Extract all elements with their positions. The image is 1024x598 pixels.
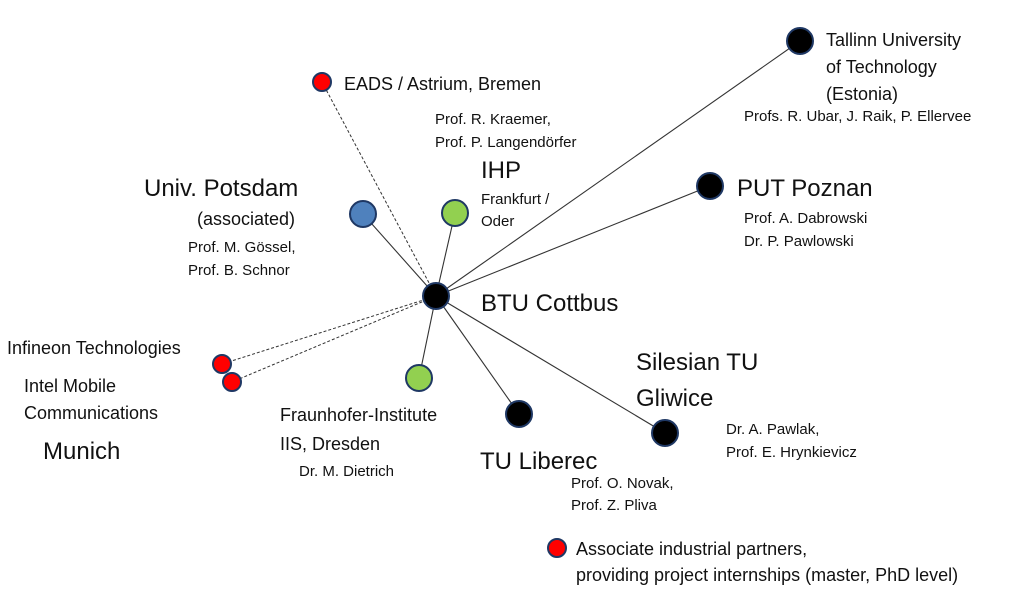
gliwice-person: Prof. E. Hrynkievicz — [726, 444, 857, 461]
link-infineon — [221, 295, 437, 365]
node-poznan — [696, 172, 724, 200]
gliwice-name: Silesian TU Gliwice — [636, 345, 758, 417]
poznan-people: Prof. A. Dabrowski Dr. P. Pawlowski — [744, 207, 867, 253]
node-gliwice — [651, 419, 679, 447]
gliwice-name-line: Silesian TU — [636, 349, 759, 376]
infineon-name: Infineon Technologies — [7, 338, 181, 358]
node-infineon — [212, 354, 232, 374]
link-intel — [231, 295, 437, 383]
fraunhofer-name-line: Fraunhofer-Institute — [280, 405, 438, 425]
gliwice-people: Dr. A. Pawlak, Prof. E. Hrynkievicz — [726, 418, 857, 464]
fraunhofer-people: Dr. M. Dietrich — [299, 463, 395, 480]
ihp-person: Prof. R. Kraemer, — [435, 111, 551, 128]
link-liberec — [435, 295, 520, 415]
intel-name-line: Communications — [24, 403, 159, 423]
liberec-people: Prof. O. Novak, Prof. Z. Pliva — [571, 473, 674, 517]
tallinn-name-line: Tallinn University — [826, 30, 962, 50]
gliwice-person: Dr. A. Pawlak, — [726, 421, 820, 438]
link-gliwice — [435, 295, 666, 434]
liberec-person: Prof. Z. Pliva — [571, 497, 657, 514]
link-ihp — [435, 212, 456, 297]
tallinn-name: Tallinn University of Technology (Estoni… — [826, 27, 961, 108]
node-potsdam — [349, 200, 377, 228]
node-ihp — [441, 199, 469, 227]
node-tallinn — [786, 27, 814, 55]
link-potsdam — [362, 213, 437, 297]
link-tallinn — [435, 40, 801, 297]
fraunhofer-name: Fraunhofer-Institute IIS, Dresden — [280, 401, 437, 459]
gliwice-name-line: Gliwice — [636, 385, 714, 412]
intel-name-line: Intel Mobile — [24, 376, 117, 396]
potsdam-people: Prof. M. Gössel, Prof. B. Schnor — [188, 236, 296, 282]
legend-line: Associate industrial partners, — [576, 539, 808, 559]
ihp-person: Prof. P. Langendörfer — [435, 134, 577, 151]
tallinn-name-line: (Estonia) — [826, 84, 899, 104]
intel-name: Intel Mobile Communications — [24, 373, 158, 427]
node-fraunhofer — [405, 364, 433, 392]
ihp-people: Prof. R. Kraemer, Prof. P. Langendörfer — [435, 108, 577, 154]
eads-name: EADS / Astrium, Bremen — [344, 74, 542, 94]
liberec-name: TU Liberec — [480, 448, 598, 475]
poznan-person: Dr. P. Pawlowski — [744, 233, 854, 250]
poznan-person: Prof. A. Dabrowski — [744, 210, 868, 227]
hub-label: BTU Cottbus — [481, 290, 619, 317]
legend-text: Associate industrial partners, providing… — [576, 536, 958, 588]
node-liberec — [505, 400, 533, 428]
liberec-person: Prof. O. Novak, — [571, 475, 674, 492]
ihp-location: Frankfurt / Oder — [481, 189, 549, 233]
node-intel — [222, 372, 242, 392]
tallinn-name-line: of Technology — [826, 57, 937, 77]
potsdam-person: Prof. B. Schnor — [188, 262, 290, 279]
legend-marker — [547, 538, 567, 558]
potsdam-associated: (associated) — [197, 209, 296, 229]
ihp-location-line: Frankfurt / — [481, 191, 550, 208]
tallinn-people: Profs. R. Ubar, J. Raik, P. Ellervee — [744, 108, 972, 125]
potsdam-person: Prof. M. Gössel, — [188, 239, 296, 256]
links-layer — [221, 40, 801, 434]
potsdam-name: Univ. Potsdam — [144, 175, 299, 202]
nodes-layer — [212, 27, 814, 558]
ihp-location-line: Oder — [481, 213, 515, 230]
link-eads — [321, 81, 437, 297]
node-hub — [422, 282, 450, 310]
poznan-name: PUT Poznan — [737, 175, 873, 202]
ihp-name: IHP — [481, 157, 522, 184]
legend-line: providing project internships (master, P… — [576, 565, 959, 585]
link-poznan — [435, 185, 711, 297]
fraunhofer-name-line: IIS, Dresden — [280, 434, 381, 454]
node-eads — [312, 72, 332, 92]
munich-label: Munich — [43, 438, 121, 465]
